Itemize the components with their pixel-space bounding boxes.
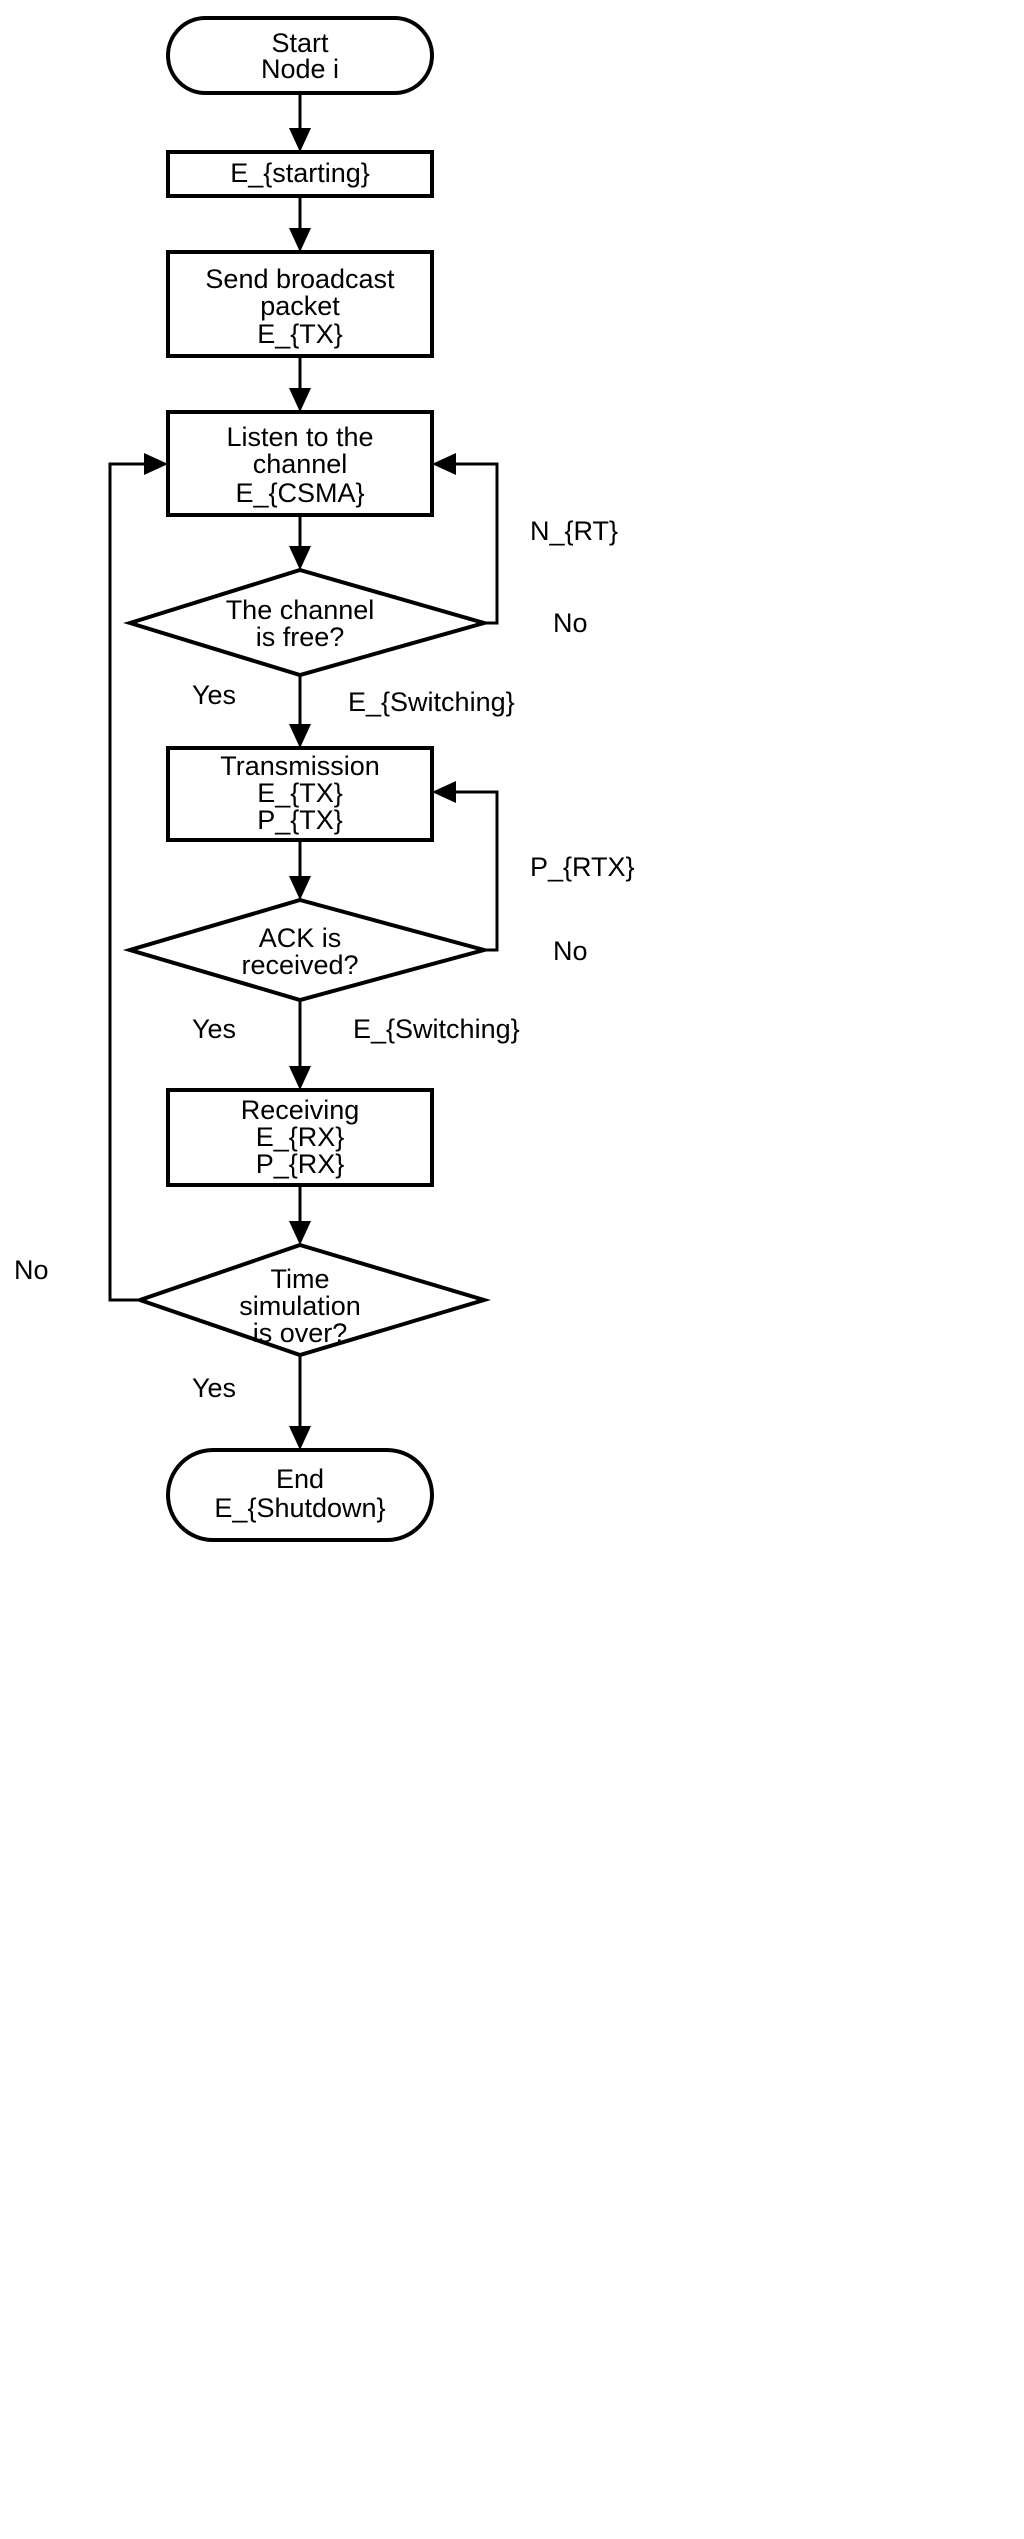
node-listen-channel-shape (166, 410, 434, 517)
node-end-line-2: E_{Shutdown} (214, 1493, 385, 1523)
arrowhead-timeover-yes (289, 1426, 311, 1450)
node-starting-energy[interactable]: E_{starting} (166, 150, 434, 198)
node-starting-energy-line-1: E_{starting} (230, 158, 370, 188)
node-transmission-shape (166, 746, 434, 842)
node-receiving-line-1: Receiving (241, 1095, 360, 1125)
edge-label-time-over-no: No (14, 1255, 49, 1285)
node-send-broadcast-shape (166, 250, 434, 358)
edge-label-ack-no: No (553, 936, 588, 966)
edge-label-channel-free-switching: E_{Switching} (348, 687, 515, 717)
node-send-broadcast-line-1: Send broadcast (205, 264, 395, 294)
node-transmission[interactable]: Transmission E_{TX} P_{TX} (166, 746, 434, 842)
edge-label-channel-retry-cost: N_{RT} (530, 516, 618, 546)
node-end[interactable]: End E_{Shutdown} (166, 1448, 434, 1542)
node-listen-channel-line-2: channel (253, 449, 348, 479)
node-start-line-1: Start (271, 28, 329, 58)
edge-label-ack-switching: E_{Switching} (353, 1014, 520, 1044)
arrowhead-receiving-to-timeover (289, 1221, 311, 1245)
node-transmission-line-1: Transmission (220, 751, 380, 781)
node-channel-free[interactable]: The channel is free? (123, 567, 492, 678)
arrowhead-channelfree-no-loop (432, 453, 456, 475)
node-receiving-line-3: P_{RX} (256, 1149, 345, 1179)
node-start-line-2: Node i (261, 54, 339, 84)
connector-timeover-no-loop (108, 462, 148, 1302)
node-start[interactable]: Start Node i (166, 16, 434, 95)
node-end-shape (166, 1448, 434, 1542)
node-end-line-1: End (276, 1464, 324, 1494)
edge-label-time-over-yes: Yes (192, 1373, 236, 1403)
node-transmission-line-2: E_{TX} (257, 778, 343, 808)
node-listen-channel-line-3: E_{CSMA} (235, 478, 364, 508)
node-send-broadcast-line-3: E_{TX} (257, 319, 343, 349)
node-ack-received-line-2: received? (241, 950, 358, 980)
arrowhead-broadcast-to-listen (289, 388, 311, 412)
arrowhead-channelfree-yes (289, 724, 311, 748)
node-starting-energy-shape (166, 150, 434, 198)
arrowhead-timeover-no-loop (144, 453, 168, 475)
edge-label-ack-yes: Yes (192, 1014, 236, 1044)
node-time-over[interactable]: Time simulation is over? (133, 1242, 491, 1358)
node-channel-free-line-2: is free? (256, 622, 345, 652)
node-channel-free-line-1: The channel (226, 595, 375, 625)
connector-ack-no-loop (452, 790, 499, 952)
node-receiving-line-2: E_{RX} (256, 1122, 345, 1152)
edge-label-channel-free-no: No (553, 608, 588, 638)
arrowhead-ack-yes (289, 1066, 311, 1090)
node-channel-free-shape (123, 567, 492, 678)
arrowhead-ack-no-loop (432, 781, 456, 803)
node-listen-channel-line-1: Listen to the (226, 422, 373, 452)
node-time-over-line-1: Time (271, 1264, 330, 1294)
node-send-broadcast[interactable]: Send broadcast packet E_{TX} (166, 250, 434, 358)
node-time-over-line-3: is over? (253, 1318, 348, 1348)
node-ack-received-line-1: ACK is (259, 923, 342, 953)
node-receiving[interactable]: Receiving E_{RX} P_{RX} (166, 1088, 434, 1187)
node-time-over-line-2: simulation (239, 1291, 361, 1321)
arrowhead-listen-to-channelfree (289, 546, 311, 570)
node-send-broadcast-line-2: packet (260, 291, 340, 321)
connector-channelfree-no-loop (452, 462, 499, 625)
node-ack-received[interactable]: ACK is received? (122, 897, 492, 1003)
arrowhead-start-to-starting (289, 128, 311, 152)
node-listen-channel[interactable]: Listen to the channel E_{CSMA} (166, 410, 434, 517)
node-time-over-shape (133, 1242, 491, 1358)
node-receiving-shape (166, 1088, 434, 1187)
node-ack-received-shape (122, 897, 492, 1003)
arrowhead-transmission-to-ack (289, 876, 311, 900)
arrowhead-starting-to-broadcast (289, 228, 311, 252)
node-transmission-line-3: P_{TX} (257, 805, 343, 835)
node-start-shape (166, 16, 434, 95)
edge-label-channel-free-yes: Yes (192, 680, 236, 710)
edge-label-ack-retx-cost: P_{RTX} (530, 852, 635, 882)
